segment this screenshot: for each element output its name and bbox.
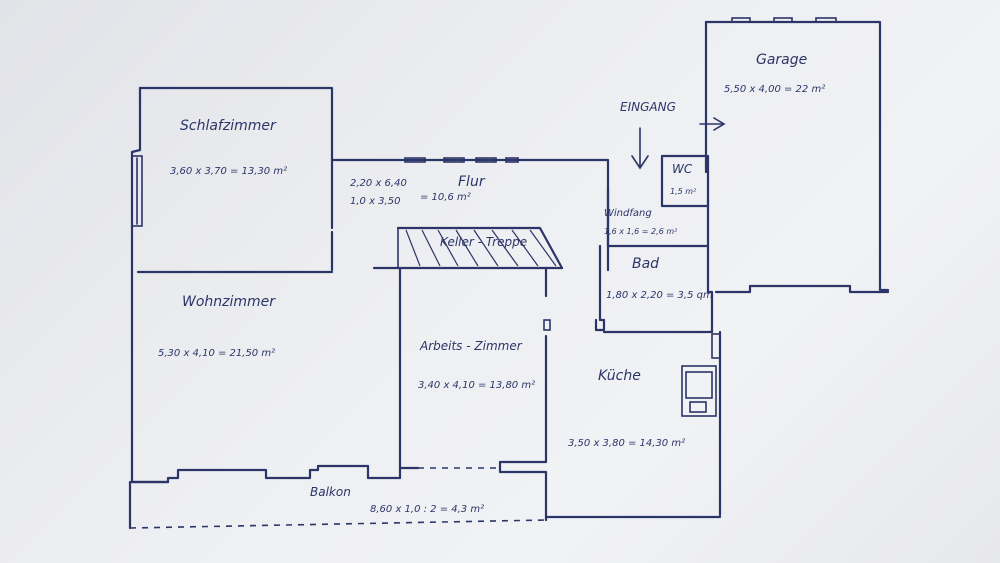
outer-wall-west [128,86,142,530]
study-area: 3,40 x 4,10 = 13,80 m² [418,380,535,391]
study-label: Arbeits - Zimmer [419,339,523,353]
south-facade [130,464,420,484]
entrance-label: EINGANG [620,100,676,114]
hallway-area-1: 2,20 x 6,40 [350,178,407,189]
bedroom-north-wall [138,86,334,230]
stove-icon [681,365,717,417]
bathroom-label: Bad [632,256,659,272]
entrance-arrow-down [631,127,649,170]
bathroom-walls [594,244,606,332]
hallway-area-2: 1,0 x 3,50 [350,196,400,207]
bedroom-area: 3,60 x 3,70 = 13,30 m² [170,166,287,177]
kitchen-label: Küche [598,368,641,384]
hallway-label: Flur [458,174,486,190]
bathroom-area: 1,80 x 2,20 = 3,5 qm [606,290,713,301]
bathroom-east-wall [706,198,714,334]
wc-area: 1,5 m² [670,187,697,196]
garage-walls [704,17,890,294]
door-stub [543,319,551,331]
wc-label: WC [672,162,693,176]
kitchen-window [711,333,721,359]
windfang-wall [606,186,710,248]
balcony-area: 8,60 x 1,0 : 2 = 4,3 m² [370,504,484,515]
window-west [131,155,143,227]
windfang-label: Windfang [604,208,652,219]
study-east-wall [498,334,548,522]
garage-area: 5,50 x 4,00 = 22 m² [724,84,825,95]
hallway-total: = 10,6 m² [420,192,471,203]
cellar-staircase [372,226,564,270]
balcony-outline [129,519,547,529]
staircase-label: Keller - Treppe [440,235,527,249]
wc-walls [660,154,710,208]
bedroom-label: Schlafzimmer [180,118,277,134]
kitchen-area: 3,50 x 3,80 = 14,30 m² [568,438,685,449]
entrance-arrow-right [699,117,726,131]
windfang-area: 1,6 x 1,6 = 2,6 m² [604,227,678,236]
living-room-area: 5,30 x 4,10 = 21,50 m² [158,348,275,359]
garage-label: Garage [756,52,807,68]
balcony-label: Balkon [310,485,351,499]
living-room-label: Wohnzimmer [182,294,276,310]
